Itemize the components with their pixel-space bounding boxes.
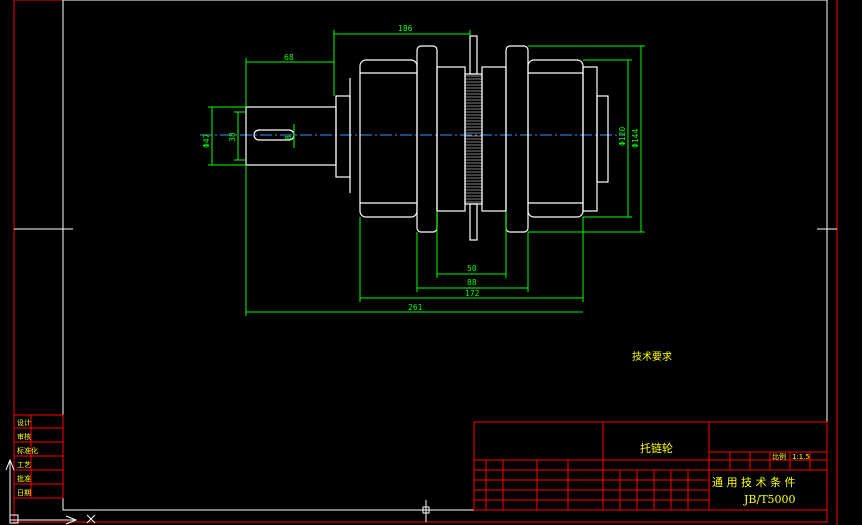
- dim-186: 186: [398, 24, 413, 33]
- technical-requirements-note: 技术要求: [632, 350, 672, 363]
- dim-8: 8: [284, 135, 293, 140]
- side-table-row-2: 审核: [17, 432, 31, 441]
- dim-50: 50: [467, 264, 477, 273]
- tread-teeth: [465, 75, 482, 203]
- dim-261: 261: [408, 303, 423, 312]
- roller-geometry: [245, 35, 609, 241]
- dim-68: 68: [284, 53, 294, 62]
- drawing-number: JB/T5000: [743, 493, 796, 506]
- dim-38: 38: [228, 132, 237, 142]
- dim-phi144: Φ144: [631, 129, 640, 148]
- dim-phi120: Φ120: [618, 127, 627, 146]
- company-name: 通 用 技 术 条 件: [712, 475, 795, 489]
- side-table-row-1: 设计: [17, 418, 31, 427]
- dimension-labels: 186 68 Φ47 38 8 Φ120 Φ144 50 88 172 261: [202, 24, 640, 312]
- part-name: 托链轮: [640, 441, 673, 455]
- dim-172: 172: [465, 289, 480, 298]
- sheet-border: [13, 0, 838, 525]
- dim-88: 88: [467, 278, 477, 287]
- side-table-row-4: 工艺: [17, 461, 31, 469]
- side-table: 设计 审核 标准化 工艺 批准 日期: [13, 414, 64, 499]
- scale-value: 1:1.5: [792, 453, 810, 461]
- side-table-row-3: 标准化: [17, 446, 38, 455]
- side-table-row-6: 日期: [17, 489, 31, 497]
- scale-label: 比例: [772, 452, 786, 461]
- ucs-icon: [5, 458, 96, 525]
- dim-phi47: Φ47: [202, 133, 211, 148]
- title-block: [473, 421, 828, 511]
- crosshair-cursor-icon: [420, 503, 432, 517]
- dimension-lines: [208, 30, 645, 316]
- side-table-row-5: 批准: [17, 474, 31, 483]
